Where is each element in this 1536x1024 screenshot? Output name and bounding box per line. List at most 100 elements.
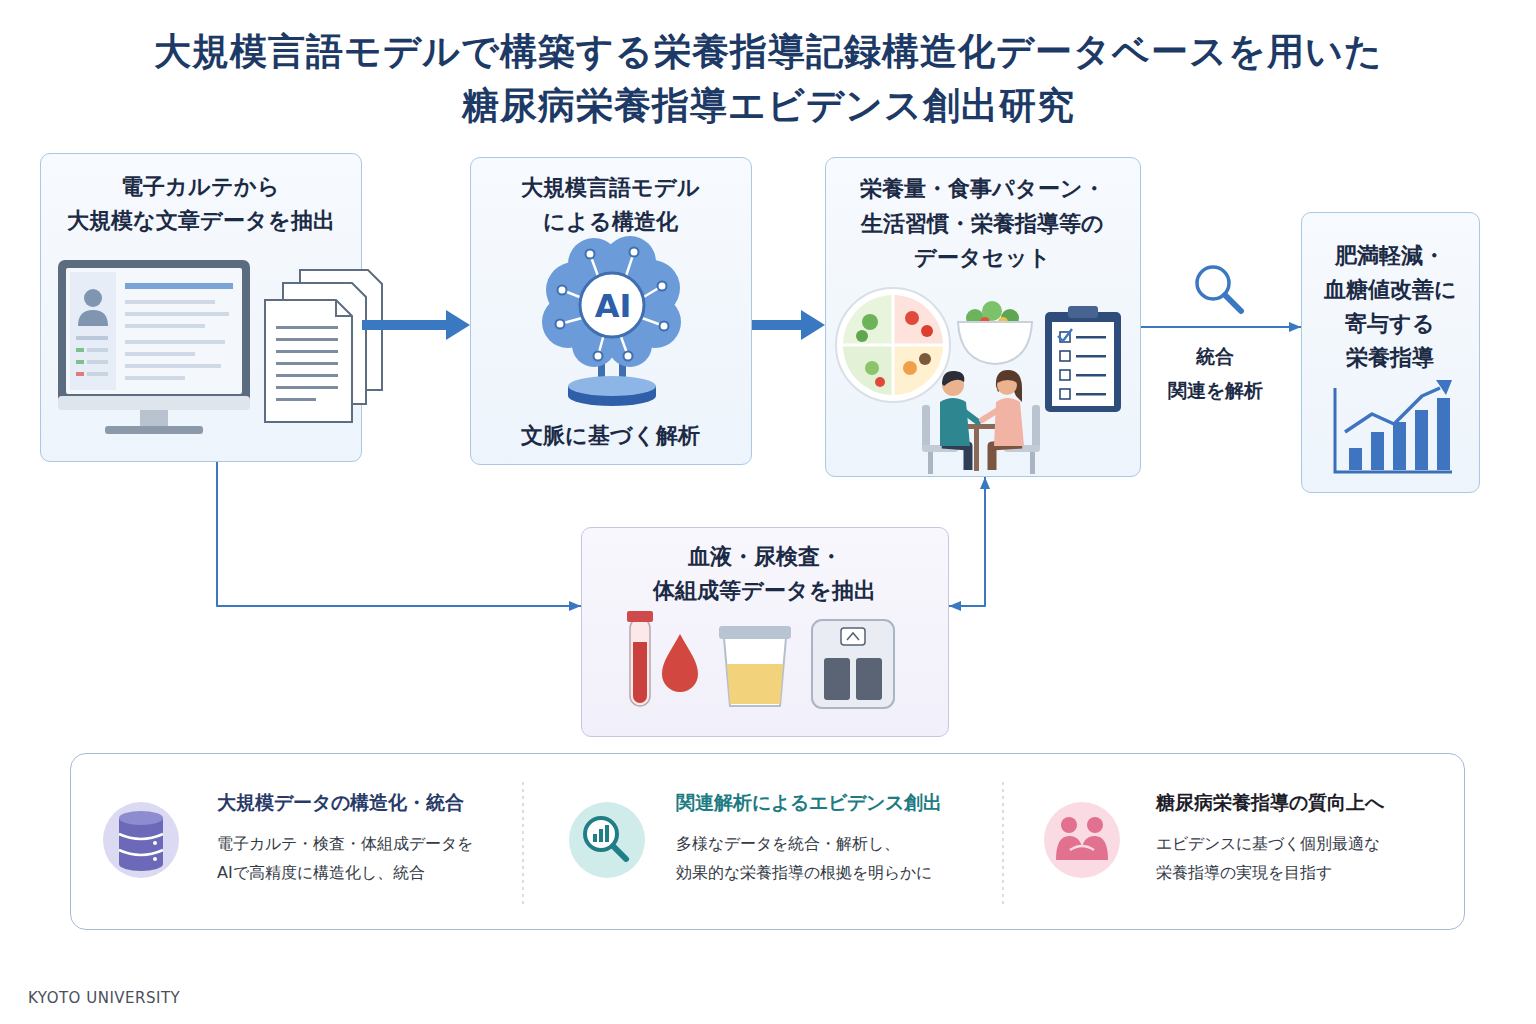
analysis-icon [613,846,626,859]
box-heading: 大規模データの構造化・統合 [217,788,537,816]
blood-tube [633,642,647,703]
salad-bowl [966,309,984,327]
food-plate [905,311,919,325]
ai-brain-icon [564,257,660,353]
document-stack [265,270,382,422]
blood-tube [630,618,650,706]
monitor-illustration [125,324,205,328]
footer-label: KYOTO UNIVERSITY [28,988,328,1008]
database-icon [103,802,179,878]
consultation-people [974,429,979,471]
consultation-people [942,374,964,396]
document-stack [283,283,366,404]
monitor-illustration [58,260,250,410]
support-icon [1087,817,1103,833]
ai-brain-icon [658,282,667,291]
ai-brain-icon [580,273,644,337]
growth-chart [1335,388,1452,472]
checklist-clipboard [1076,355,1106,358]
support-icon [1070,846,1094,850]
monitor-illustration [76,348,84,352]
consultation-people [992,444,1022,470]
document-stack [276,326,338,329]
consultation-people [982,410,998,420]
box-text: 文脈に基づく解析 [471,419,750,453]
monitor-illustration [58,260,250,434]
food-plate [856,330,868,342]
ai-brain-icon [568,238,620,290]
monitor-illustration [76,336,108,340]
document-stack [265,300,352,422]
checklist-clipboard [1045,306,1121,412]
ai-brain-icon [624,260,680,316]
food-plate [862,314,878,330]
blood-drop [662,634,698,692]
blood-tube [627,611,653,622]
consultation-people [922,370,1040,474]
support-icon [1061,817,1077,833]
blood-tube [627,611,653,706]
monitor-illustration [125,352,195,356]
checklist-clipboard [1058,329,1072,341]
monitor-illustration [87,372,108,376]
food-plate [843,345,893,395]
body-composition-device [812,620,894,708]
panel-divider [522,782,524,904]
growth-chart [1335,380,1452,472]
food-plate [841,293,945,397]
diagram-title: 大規模言語モデルで構築する栄養指導記録構造化データベースを用いた 糖尿病栄養指導… [100,25,1436,133]
consultation-people [946,424,1008,429]
process-box: 大規模言語モデル による構造化AI文脈に基づく解析 [470,157,752,465]
salad-bowl [958,301,1032,364]
food-plate [875,377,885,387]
consultation-people [994,398,1024,446]
monitor-illustration [125,300,215,304]
consultation-people [997,373,1018,383]
urine-cup [724,638,786,706]
document-stack [276,362,338,365]
growth-chart [1437,398,1450,470]
consultation-people [922,405,930,449]
ai-brain-icon [568,386,656,396]
growth-chart [1349,448,1362,470]
outcome-box: 肥満軽減・ 血糖値改善に 寄与する 栄養指導 [1301,212,1480,493]
consultation-people [940,398,970,446]
database-icon [119,811,163,825]
consultation-people [1030,452,1035,474]
database-icon [119,857,163,871]
checklist-clipboard [1068,306,1098,318]
growth-chart [1393,422,1406,470]
ai-brain-icon [604,236,656,288]
monitor-illustration [76,372,84,376]
checklist-clipboard [1060,351,1070,361]
document-stack [276,338,338,341]
food-plate [903,361,917,375]
analysis-icon [593,834,597,842]
consultation-people [1032,405,1040,449]
database-icon [153,841,157,845]
food-plate [893,345,943,395]
consultation-people [922,445,958,452]
process-box: 栄養量・食事パターン・ 生活習慣・栄養指導等の データセット [825,157,1141,477]
analysis-icon [599,829,603,842]
support-icon [1044,802,1120,878]
ai-brain-icon [624,352,633,361]
document-stack [276,374,338,377]
monitor-illustration [125,312,229,316]
box-text: 糖尿病栄養指導の質向上へ [1156,788,1456,816]
process-box: 血液・尿検査・ 体組成等データを抽出 [581,527,949,737]
checklist-clipboard [1060,370,1070,380]
monitor-illustration [84,289,102,307]
database-icon [153,857,157,861]
food-plate [921,325,933,337]
monitor-illustration [70,272,116,390]
monitor-illustration [125,283,233,289]
food-plate [836,288,950,402]
growth-chart [1436,380,1452,395]
analysis-icon [605,825,609,842]
consultation-people [942,371,964,386]
box-text: 電子カルテ・検査・体組成データを AIで高精度に構造化し、統合 [217,829,507,887]
monitor-illustration [105,426,203,434]
monitor-illustration [87,360,108,364]
salad-bowl [998,317,1008,327]
